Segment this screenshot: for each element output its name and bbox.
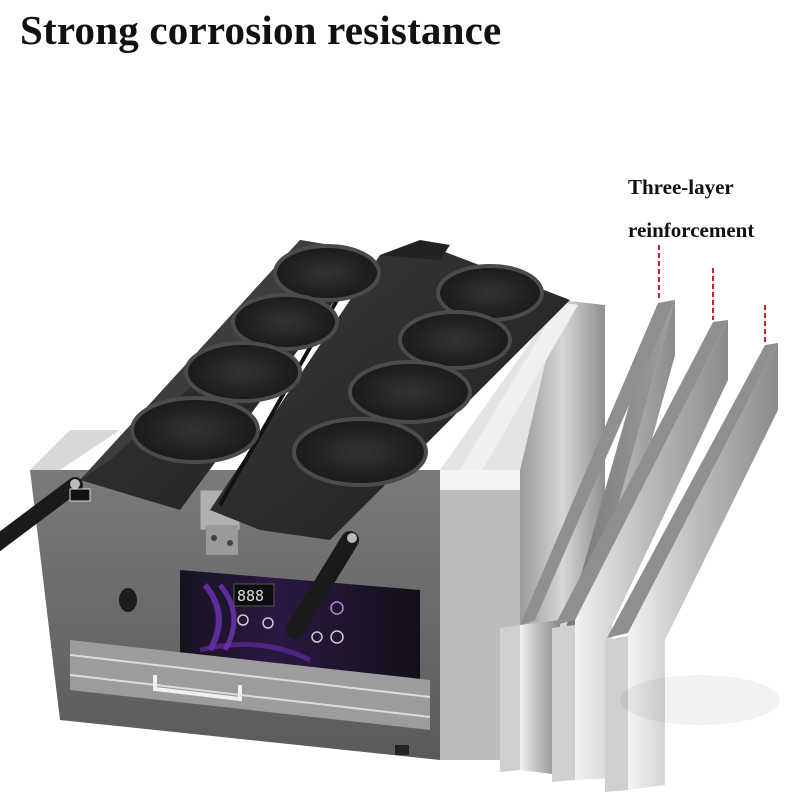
layer-indicator-arrows [658,245,766,345]
power-button [330,601,344,615]
steel-layer-3 [607,343,778,638]
callout-line-2: reinforcement [628,218,755,242]
mold-row-right [292,264,544,487]
control-button [237,614,249,626]
coin-mold [231,293,339,351]
control-button [262,617,274,629]
control-button [330,630,344,644]
brand-logo-plate [69,488,91,502]
left-handle [0,477,83,552]
coin-mold [398,310,512,370]
coin-mold [184,341,302,403]
reinforcement-layers [500,300,780,792]
coin-mold [292,417,428,487]
handles [0,477,359,639]
coin-mold [273,244,381,302]
mold-row-left [130,244,381,464]
callout-line-1: Three-layer [628,175,734,199]
temperature-knob [119,588,137,612]
control-button [311,631,323,643]
headline: Strong corrosion resistance [20,7,502,53]
layer-callout: Three-layer reinforcement [628,166,754,252]
drawer-handle [153,675,242,702]
coin-mold [348,360,472,424]
drip-drawer [69,640,431,730]
right-handle [286,531,359,639]
coin-mold [130,396,260,464]
steel-layer-2 [555,320,728,625]
digital-display: 888 [237,587,264,605]
